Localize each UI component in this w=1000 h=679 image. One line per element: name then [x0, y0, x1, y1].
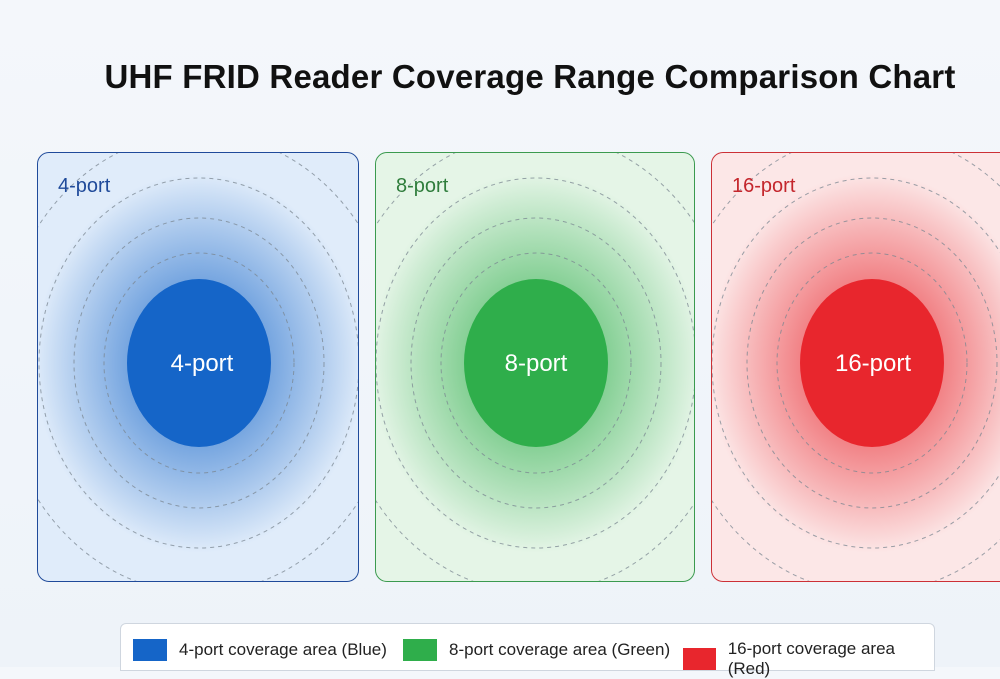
coverage-panel-4-port: 4-port 4-port — [37, 152, 359, 582]
coverage-core — [127, 279, 271, 447]
legend-swatch — [683, 648, 716, 670]
legend-label: 4-port coverage area (Blue) — [179, 640, 387, 659]
panel-label: 16-port — [732, 175, 796, 197]
coverage-ring-2 — [746, 217, 998, 509]
chart-title: UHF FRID Reader Coverage Range Compariso… — [104, 58, 956, 95]
legend-item-16-port: 16-port coverage area (Red) — [683, 639, 934, 679]
coverage-diagram-16-port — [712, 153, 1000, 581]
legend: 4-port coverage area (Blue) 8-port cover… — [120, 623, 935, 678]
coverage-core — [800, 279, 944, 447]
coverage-panel-8-port: 8-port 8-port — [375, 152, 695, 582]
legend-swatch — [133, 639, 167, 661]
coverage-panel-16-port: 16-port 16-port — [711, 152, 1000, 582]
coverage-ring-1 — [103, 252, 295, 474]
coverage-ring-2 — [73, 217, 325, 509]
coverage-core — [464, 279, 608, 447]
coverage-ring-1 — [776, 252, 968, 474]
panel-label: 4-port — [58, 175, 111, 197]
legend-label: 16-port coverage area (Red) — [727, 639, 895, 678]
core-label: 4-port — [170, 350, 234, 377]
panel-label: 8-port — [396, 175, 449, 197]
core-label: 8-port — [504, 350, 568, 377]
core-label: 16-port — [834, 350, 912, 377]
legend-item-8-port: 8-port coverage area (Green) — [403, 639, 670, 661]
coverage-ring-2 — [410, 217, 662, 509]
legend-swatch — [403, 639, 437, 661]
coverage-ring-1 — [440, 252, 632, 474]
coverage-diagram-8-port — [376, 153, 694, 581]
coverage-diagram-4-port — [38, 153, 358, 581]
legend-label: 8-port coverage area (Green) — [449, 640, 671, 659]
legend-item-4-port: 4-port coverage area (Blue) — [133, 639, 387, 661]
